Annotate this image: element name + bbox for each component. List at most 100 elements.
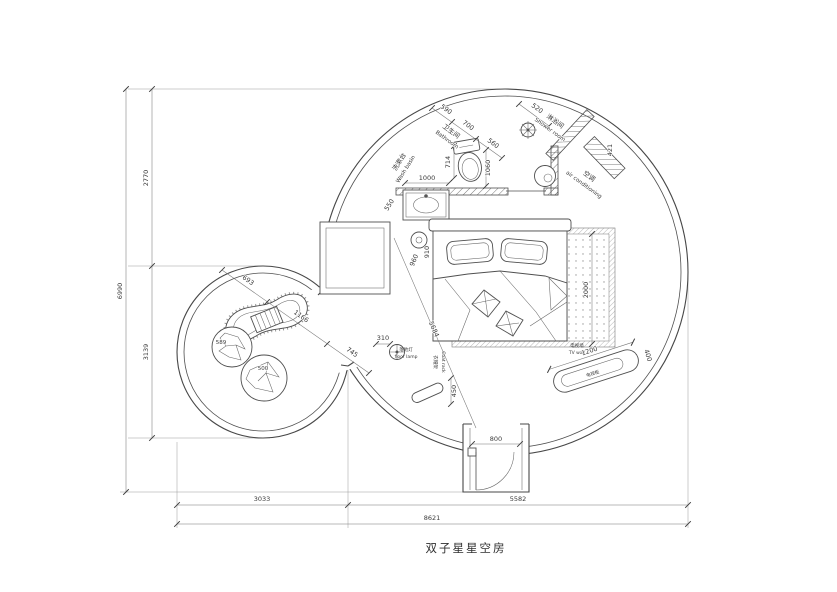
recess-outer <box>319 221 391 295</box>
tv-cabinet-label: 电视柜 <box>585 368 600 379</box>
door-hinge <box>467 447 477 457</box>
dim-bottom-right: 5582 <box>510 495 527 503</box>
shower-head <box>519 121 537 139</box>
round-chair-outline <box>211 326 253 368</box>
dim-tv-depth: 400 <box>642 348 653 362</box>
bedside-lamp <box>415 236 423 244</box>
dim-round-chair: 589 <box>216 340 227 346</box>
dim-tick <box>628 338 637 347</box>
wall-recess <box>319 221 391 295</box>
dim-bottom-left: 3033 <box>254 495 271 503</box>
toilet-bowl-inner <box>461 158 479 180</box>
pillow <box>446 238 494 265</box>
faucet <box>424 194 428 198</box>
headboard <box>428 218 572 232</box>
dim-door-width: 800 <box>490 435 502 443</box>
toilet-button <box>459 144 474 148</box>
dim-bed-side-b: 910 <box>423 246 431 258</box>
washbasin <box>402 189 450 221</box>
tv-wall-counter <box>553 349 639 393</box>
pillow-right <box>500 238 548 265</box>
dim-tick <box>218 266 226 274</box>
fixtures <box>402 121 626 249</box>
dim-left-upper: 2770 <box>142 170 150 187</box>
dim-bed-side-a: 960 <box>408 253 420 268</box>
dim-left-overall: 6990 <box>116 283 124 300</box>
bedside-table-top <box>410 231 428 249</box>
tv-dim-line <box>549 341 633 370</box>
dim-rug-length: 2000 <box>582 282 590 299</box>
outer-dimensions: 2770 3139 6990 3033 5582 8621 <box>115 85 692 528</box>
recess-inner <box>325 227 385 289</box>
bathroom-walls <box>395 109 595 196</box>
dim-lamp-offset: 310 <box>377 334 389 342</box>
round-chair <box>211 326 253 368</box>
tv-wall-group: 电视墙 TV wall 电视柜 1200 400 <box>545 338 654 393</box>
cushion-creases <box>471 289 497 318</box>
toilet-bowl <box>457 152 482 182</box>
tv-wall-label-en: TV wall <box>568 350 585 356</box>
vestibule-fill <box>463 424 529 492</box>
table-tray <box>250 305 284 334</box>
duvet-fold-triangle <box>548 277 568 311</box>
stool-inner <box>543 173 553 183</box>
shower-partition-wall <box>545 109 595 161</box>
dim-annex-chain-1: 693 <box>241 274 256 288</box>
coat-rack-label-en: Coat rack <box>440 351 446 373</box>
entrance: 800 <box>462 423 530 493</box>
door-swing-arc <box>475 451 515 491</box>
ac-unit <box>583 136 626 180</box>
dim-tick <box>545 365 554 374</box>
junction-opening <box>308 282 363 374</box>
bath-stool <box>534 165 556 187</box>
tv-cabinet <box>561 357 624 387</box>
pillow <box>500 238 548 265</box>
dim-vanity-width: 1000 <box>419 174 436 182</box>
dim-vanity-side: 550 <box>383 198 396 213</box>
room-labels: 卫生间 Bathroom 淋浴间 Shower room 洗漱台 Wash ba… <box>389 111 603 201</box>
table-tray-slats <box>255 307 281 331</box>
kidney-table <box>223 291 310 346</box>
vestibule-walls <box>462 423 530 493</box>
coat-rack-symbol <box>411 382 444 403</box>
dim-round-table: 500 <box>258 366 269 372</box>
dim-toilet-clearance: 1060 <box>484 160 492 177</box>
bed <box>428 218 572 342</box>
coat-rack-group: 衣帽架 Coat rack 450 <box>411 351 459 408</box>
pillow-inner <box>450 242 490 261</box>
vanity-inner <box>405 192 447 218</box>
shower-dim-line <box>518 103 550 127</box>
toilet <box>452 137 482 182</box>
tv-wall-label-zh: 电视墙 <box>570 342 584 349</box>
floor-lamp-center <box>395 350 399 354</box>
floor-lamp-label-zh: 落地灯 <box>399 346 413 353</box>
chair-crumple-lines <box>218 332 246 361</box>
shower-head-center <box>526 128 530 132</box>
stool-outer <box>534 165 556 187</box>
partition-wall <box>395 187 509 196</box>
bath-chain-dim-line <box>431 107 503 159</box>
dim-bottom-overall: 8621 <box>424 514 441 522</box>
cushion-creases <box>495 310 520 337</box>
bedside-table <box>410 231 428 249</box>
vestibule-inner-walls <box>469 428 523 490</box>
table-crumple-lines <box>245 361 280 393</box>
round-table-outline <box>240 354 288 402</box>
ac-unit-body <box>583 136 626 180</box>
duvet-folds <box>444 270 568 342</box>
diagonal-dim-line <box>393 237 477 429</box>
dim-tick <box>428 104 436 112</box>
dim-coat-rack-width: 450 <box>450 385 458 397</box>
annex-furniture <box>211 291 310 402</box>
duvet <box>432 270 568 342</box>
kidney-table-inner <box>233 300 301 338</box>
annex-chain-dim-line <box>221 269 370 374</box>
pillow-left <box>446 238 494 265</box>
dim-tick <box>498 154 506 162</box>
dim-tick <box>365 369 373 377</box>
floor-lamp-group: 落地灯 floor lamp 310 <box>372 333 418 360</box>
dim-tick <box>515 100 523 108</box>
floor-lamp-label-en: floor lamp <box>395 354 418 360</box>
